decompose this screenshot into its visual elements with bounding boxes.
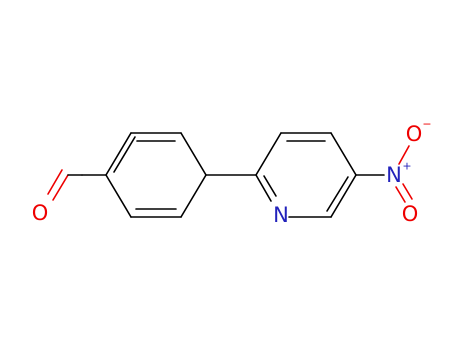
aldehyde-oxygen-label: O (32, 201, 49, 225)
nitro-nitrogen-charge: + (402, 160, 411, 173)
pyridine-bond-3 (330, 132, 357, 176)
nitro-no-bond-top (398, 145, 410, 165)
aldehyde-co-bond-inner (47, 169, 63, 195)
pyridine-ring: N (255, 132, 357, 227)
nitro-group: N + O − O (355, 118, 432, 226)
benzene-bond-1 (105, 132, 132, 176)
pyridine-bond-6 (255, 174, 272, 202)
nitro-oxygen-top-label: O (406, 122, 423, 146)
pyridine-nitrogen-label: N (273, 203, 289, 227)
benzene-bond-6 (105, 174, 132, 218)
pyridine-double-bond-3 (263, 175, 277, 197)
benzene-bond-3 (180, 132, 207, 176)
pyridine-double-bond-2 (326, 176, 349, 212)
pyridine-bond-1 (255, 132, 282, 176)
benzene-double-bond-1 (113, 136, 136, 173)
nitro-nitrogen-label: N (386, 163, 402, 187)
nitro-oxygen-bottom-label: O (402, 202, 419, 226)
nitro-no-bond-bottom-2 (402, 183, 413, 200)
benzene-bond-4 (180, 174, 207, 218)
nitro-no-bond-bottom-1 (395, 186, 406, 203)
nitro-oxygen-top-charge: − (422, 118, 431, 131)
benzene-ring (105, 132, 207, 218)
pyridine-bond-4 (330, 174, 357, 218)
aldehyde-co-bond-outer (52, 174, 69, 201)
aldehyde-group: O (32, 169, 107, 225)
